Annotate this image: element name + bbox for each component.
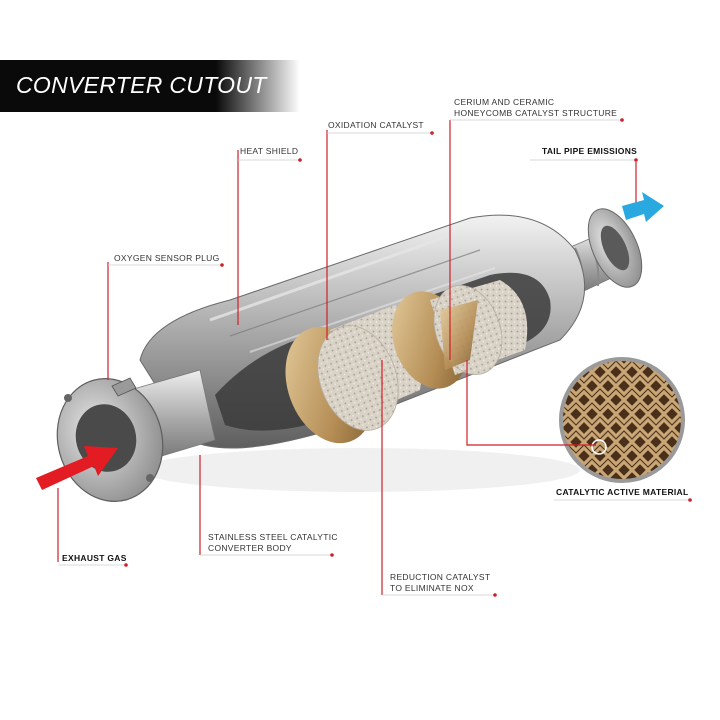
honeycomb-cell [562,403,571,425]
label-heat-shield: HEAT SHIELD [240,146,299,156]
inlet-pipe [56,369,216,502]
honeycomb-cell [613,459,635,480]
honeycomb-cell [597,403,619,425]
label-reduction-line2: TO ELIMINATE NOX [390,583,474,593]
label-oxygen-sensor: OXYGEN SENSOR PLUG [114,253,220,263]
outlet-flow-arrow [622,192,664,222]
honeycomb-cell [677,375,682,397]
callout-lines [57,120,596,595]
honeycomb-cell [562,360,571,369]
label-stainless-line2: CONVERTER BODY [208,543,292,553]
honeycomb-cell [536,434,552,450]
honeycomb-cell [629,360,651,369]
honeycomb-cell [589,417,611,439]
honeycomb-cell [672,336,688,352]
honeycomb-cell [653,389,675,411]
honeycomb-cell [560,336,576,352]
honeycomb-cell [605,389,627,411]
honeycomb-cell [605,445,627,467]
honeycomb-cell [645,431,667,453]
honeycomb-cell [688,392,704,408]
honeycomb-magnifier [536,336,704,483]
honeycomb-cell [562,361,579,383]
honeycomb-cell [536,378,552,394]
honeycomb-cell [677,360,682,369]
honeycomb-cell [573,389,595,411]
honeycomb-cell [562,361,563,383]
honeycomb-cell [613,375,635,397]
honeycomb-cell [562,375,571,397]
honeycomb-cell [637,445,659,467]
label-cerium-line1: CERIUM AND CERAMIC [454,97,555,107]
honeycomb-cell [597,375,619,397]
honeycomb-cell [581,375,603,397]
honeycomb-cell [536,406,552,422]
honeycomb-cell [562,417,563,439]
honeycomb-cell [573,445,595,467]
honeycomb-cell [605,417,627,439]
honeycomb-cell [688,336,704,352]
honeycomb-cell [688,420,704,436]
honeycomb-cell [645,360,667,369]
honeycomb-cell [669,361,682,383]
honeycomb-cell [677,459,682,480]
honeycomb-cell [661,403,682,425]
honeycomb-cell [573,417,595,439]
honeycomb-cell [688,364,704,380]
honeycomb-cell [597,431,619,453]
honeycomb-cell [562,389,563,411]
label-exhaust-gas: EXHAUST GAS [62,553,127,563]
honeycomb-cell [613,431,635,453]
label-cerium-line2: HONEYCOMB CATALYST STRUCTURE [454,108,618,118]
honeycomb-cell [613,403,635,425]
honeycomb-cell [581,403,603,425]
honeycomb-cell [629,375,651,397]
label-tail-pipe: TAIL PIPE EMISSIONS [542,146,638,156]
honeycomb-cell [608,336,624,352]
honeycomb-cell [536,350,552,366]
catalytic-material-leader [466,360,596,446]
ground-shadow [140,448,580,492]
honeycomb-cell [656,336,672,352]
honeycomb-cell [629,431,651,453]
honeycomb-cell [661,431,682,453]
label-oxidation-catalyst: OXIDATION CATALYST [328,120,424,130]
title-band [0,60,300,112]
honeycomb-cell [589,389,611,411]
diagram-title: CONVERTER CUTOUT [16,72,267,98]
honeycomb-cell [624,336,640,352]
honeycomb-cell [621,389,643,411]
label-reduction-line1: REDUCTION CATALYST [390,572,491,582]
honeycomb-cell [653,417,675,439]
callout-dots [124,118,692,597]
honeycomb-cell [621,361,643,383]
honeycomb-cell [637,417,659,439]
inlet-flow-arrow [36,446,118,490]
honeycomb-cell [621,445,643,467]
label-catalytic-material: CATALYTIC ACTIVE MATERIAL [556,487,689,497]
honeycomb-cell [688,448,704,464]
label-underlines [58,119,690,596]
honeycomb-cell [565,360,587,369]
label-stainless-line1: STAINLESS STEEL CATALYTIC [208,532,338,542]
honeycomb-cell [637,389,659,411]
honeycomb-cell [597,360,619,369]
honeycomb-cell [565,431,587,453]
converter-body [139,214,586,449]
honeycomb-cell [605,361,627,383]
honeycomb-cell [629,403,651,425]
honeycomb-cell [613,360,635,369]
honeycomb-cell [661,360,682,369]
honeycomb-cell [621,417,643,439]
honeycomb-cell [645,375,667,397]
honeycomb-cell [565,403,587,425]
honeycomb-cell [592,336,608,352]
honeycomb-cell [576,336,592,352]
honeycomb-cell [640,336,656,352]
honeycomb-cell [645,403,667,425]
honeycomb-cell [589,361,611,383]
